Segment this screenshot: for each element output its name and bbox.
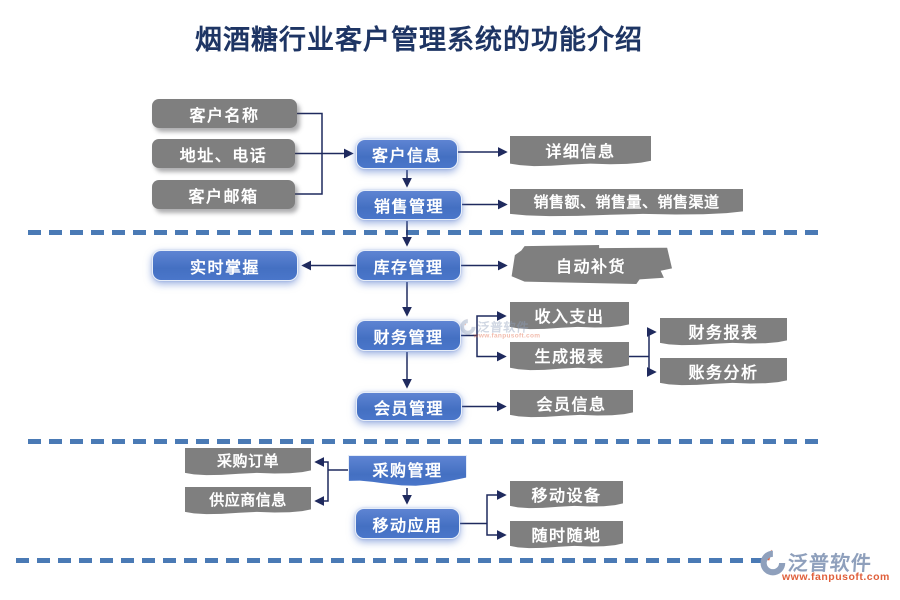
- node-report-generation: 生成报表: [510, 342, 629, 371]
- node-income-expense: 收入支出: [510, 302, 629, 330]
- node-mobile-device: 移动设备: [510, 481, 623, 509]
- node-customer-email: 客户邮箱: [152, 180, 295, 209]
- section-divider-2: [28, 439, 818, 444]
- node-sales-management: 销售管理: [356, 190, 462, 220]
- watermark-url: www.fanpusoft.com: [473, 331, 541, 340]
- connector-arrow: [314, 457, 329, 470]
- node-finance-report: 财务报表: [660, 318, 787, 346]
- section-divider-1: [28, 230, 818, 235]
- connector-arrow: [646, 356, 657, 377]
- connector-arrow: [486, 523, 507, 540]
- watermark-faint: 泛普软件 www.fanpusoft.com: [458, 317, 551, 346]
- node-purchase-management: 采购管理: [348, 455, 467, 486]
- section-divider-3: [16, 558, 768, 563]
- connector-arrow: [486, 490, 507, 524]
- node-realtime-grasp: 实时掌握: [152, 250, 298, 281]
- node-account-analysis: 账务分析: [660, 358, 787, 386]
- fanpu-logo-icon: [460, 318, 476, 335]
- node-member-info: 会员信息: [510, 390, 633, 418]
- node-supplier-info: 供应商信息: [185, 487, 311, 515]
- node-detail-info: 详细信息: [510, 136, 651, 167]
- node-anytime-anywhere: 随时随地: [510, 521, 623, 549]
- connector-arrow: [476, 335, 507, 362]
- fanpu-logo-icon: [760, 549, 786, 576]
- node-mobile-application: 移动应用: [355, 508, 460, 539]
- node-customer-name: 客户名称: [152, 99, 297, 128]
- node-auto-replenishment: 自动补货: [511, 245, 672, 284]
- node-finance-management: 财务管理: [356, 320, 461, 351]
- node-address-phone: 地址、电话: [152, 139, 295, 168]
- watermark-url: www.fanpusoft.com: [782, 571, 890, 583]
- connector-arrow: [476, 311, 507, 336]
- watermark: 泛普软件 www.fanpusoft.com: [757, 547, 900, 593]
- page-title: 烟酒糖行业客户管理系统的功能介绍: [195, 25, 643, 55]
- connector-arrow: [314, 470, 329, 506]
- node-inventory-management: 库存管理: [356, 250, 461, 281]
- node-sales-metrics: 销售额、销售量、销售渠道: [510, 189, 743, 217]
- node-customer-info: 客户信息: [356, 139, 458, 169]
- node-purchase-order: 采购订单: [185, 448, 311, 476]
- node-member-management: 会员管理: [356, 392, 462, 421]
- connector-arrow: [646, 327, 657, 357]
